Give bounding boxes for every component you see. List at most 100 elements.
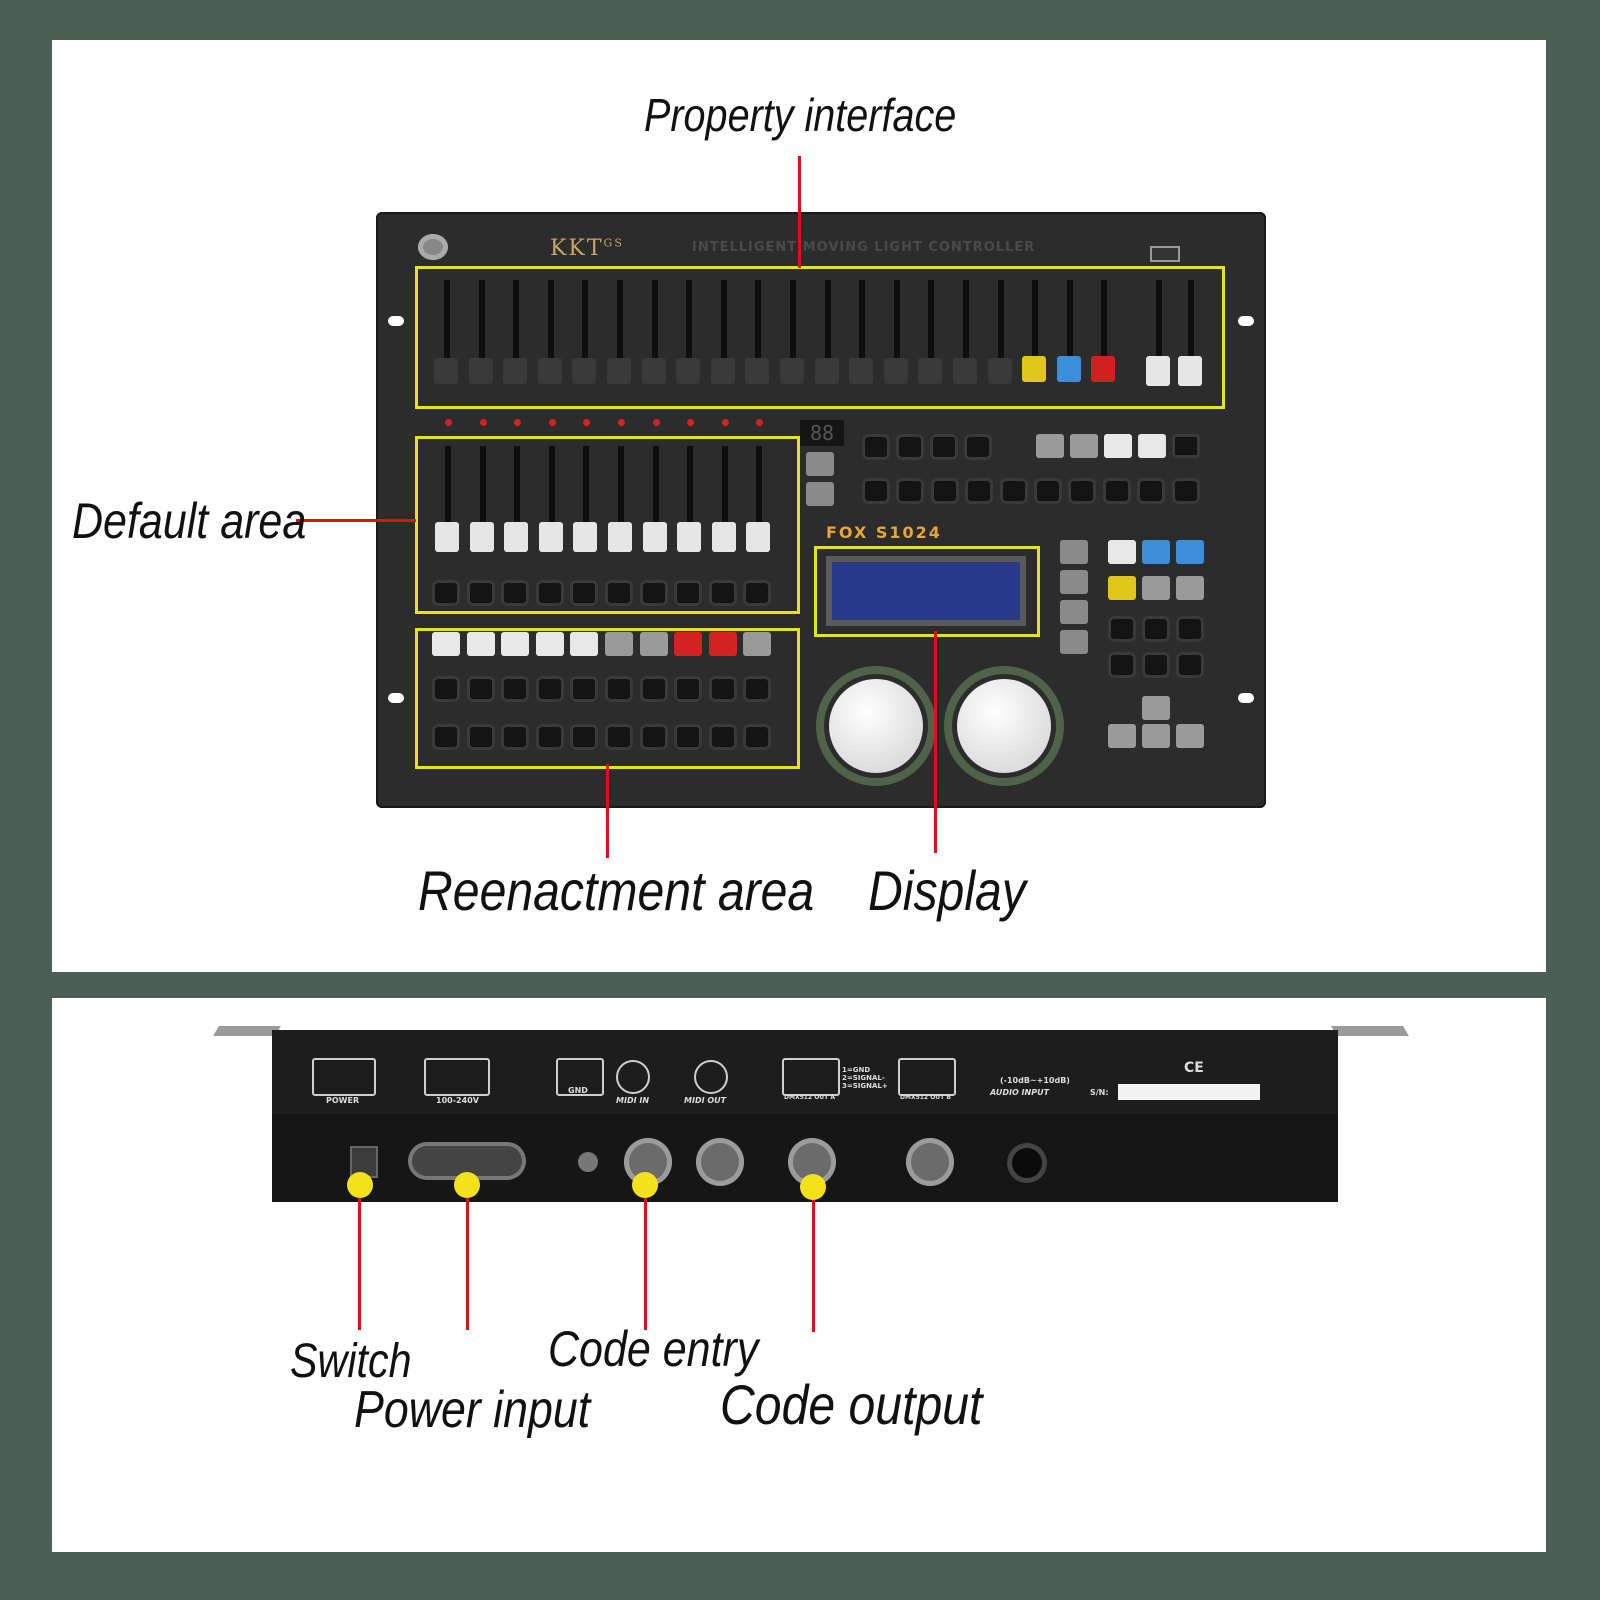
mode-button[interactable]: [1142, 576, 1170, 600]
fader-knob[interactable]: [849, 358, 874, 384]
scene-button[interactable]: [639, 676, 668, 702]
function-button[interactable]: [896, 434, 924, 460]
arrow-up-button[interactable]: [1142, 696, 1170, 720]
flash-button[interactable]: [432, 580, 460, 606]
keypad-button[interactable]: [1142, 652, 1170, 678]
scene-button[interactable]: [432, 632, 460, 656]
fader-knob[interactable]: [780, 358, 804, 384]
fader-knob[interactable]: [987, 358, 1012, 384]
page-button[interactable]: [965, 478, 994, 504]
page-button[interactable]: [1102, 478, 1131, 504]
fader-knob[interactable]: [504, 522, 529, 552]
keypad-button[interactable]: [1108, 616, 1136, 642]
scene-button[interactable]: [432, 676, 460, 702]
side-button[interactable]: [1060, 600, 1088, 624]
scene-button[interactable]: [743, 632, 772, 656]
fader-knob[interactable]: [573, 522, 598, 552]
number-button[interactable]: [743, 724, 772, 750]
page-button[interactable]: [1034, 478, 1062, 504]
keypad-button[interactable]: [1176, 652, 1204, 678]
fader-knob[interactable]: [883, 358, 908, 384]
playback-button[interactable]: [1104, 434, 1132, 458]
fader-knob[interactable]: [434, 358, 458, 384]
wheel-left[interactable]: [829, 679, 923, 773]
fader-knob[interactable]: [918, 358, 943, 384]
scene-button[interactable]: [708, 632, 737, 656]
flash-button[interactable]: [674, 580, 703, 606]
number-button[interactable]: [639, 724, 668, 750]
flash-button[interactable]: [501, 580, 530, 606]
side-button[interactable]: [1060, 540, 1088, 564]
function-button[interactable]: [964, 434, 992, 460]
flash-button[interactable]: [535, 580, 564, 606]
fader-knob[interactable]: [676, 358, 701, 384]
mode-button[interactable]: [1108, 540, 1136, 564]
fader-knob[interactable]: [607, 358, 631, 384]
flash-button[interactable]: [743, 580, 772, 606]
flash-button[interactable]: [605, 580, 633, 606]
flash-button[interactable]: [708, 580, 737, 606]
mode-button[interactable]: [1176, 540, 1204, 564]
scene-button[interactable]: [743, 676, 772, 702]
number-button[interactable]: [708, 724, 737, 750]
scene-button[interactable]: [570, 632, 599, 656]
scene-button[interactable]: [466, 676, 495, 702]
fader-knob[interactable]: [572, 358, 597, 384]
arrow-button[interactable]: [1176, 724, 1204, 748]
scene-button[interactable]: [535, 632, 564, 656]
side-button[interactable]: [1060, 570, 1088, 594]
flash-button[interactable]: [570, 580, 599, 606]
number-button[interactable]: [674, 724, 703, 750]
mode-button[interactable]: [1176, 576, 1204, 600]
scene-button[interactable]: [708, 676, 737, 702]
playback-button[interactable]: [1172, 434, 1200, 458]
number-button[interactable]: [535, 724, 564, 750]
scene-button[interactable]: [466, 632, 495, 656]
page-button[interactable]: [1137, 478, 1166, 504]
fader-knob[interactable]: [468, 358, 493, 384]
playback-button[interactable]: [1036, 434, 1064, 458]
page-button[interactable]: [1068, 478, 1097, 504]
page-button[interactable]: [999, 478, 1028, 504]
arrow-button[interactable]: [1142, 724, 1170, 748]
number-button[interactable]: [501, 724, 530, 750]
page-button[interactable]: [1171, 478, 1200, 504]
fader-knob[interactable]: [1056, 356, 1081, 382]
wheel-right[interactable]: [957, 679, 1051, 773]
fader-knob[interactable]: [641, 358, 666, 384]
page-button[interactable]: [862, 478, 890, 504]
fader-knob[interactable]: [953, 358, 977, 384]
fader-knob[interactable]: [1091, 356, 1116, 382]
page-button[interactable]: [930, 478, 959, 504]
fader-knob[interactable]: [711, 522, 736, 552]
fader-knob[interactable]: [745, 358, 770, 384]
flash-button[interactable]: [639, 580, 668, 606]
scene-button[interactable]: [639, 632, 668, 656]
fader-knob[interactable]: [677, 522, 702, 552]
side-button[interactable]: [1060, 630, 1088, 654]
flash-button[interactable]: [466, 580, 495, 606]
master-fader-knob[interactable]: [1146, 356, 1170, 386]
scene-button[interactable]: [570, 676, 599, 702]
fader-knob[interactable]: [1022, 356, 1047, 382]
keypad-button[interactable]: [1176, 616, 1204, 642]
scene-button[interactable]: [535, 676, 564, 702]
down-button[interactable]: [806, 482, 834, 506]
arrow-button[interactable]: [1108, 724, 1136, 748]
fader-knob[interactable]: [746, 522, 771, 552]
fader-knob[interactable]: [710, 358, 735, 384]
scene-button[interactable]: [501, 676, 530, 702]
scene-button[interactable]: [605, 632, 633, 656]
fader-knob[interactable]: [469, 522, 494, 552]
number-button[interactable]: [432, 724, 460, 750]
fader-knob[interactable]: [608, 522, 632, 552]
fader-knob[interactable]: [503, 358, 528, 384]
fader-knob[interactable]: [537, 358, 562, 384]
number-button[interactable]: [466, 724, 495, 750]
fader-knob[interactable]: [538, 522, 563, 552]
fader-knob[interactable]: [435, 522, 459, 552]
function-button[interactable]: [930, 434, 958, 460]
playback-button[interactable]: [1138, 434, 1166, 458]
keypad-button[interactable]: [1142, 616, 1170, 642]
scene-button[interactable]: [605, 676, 633, 702]
